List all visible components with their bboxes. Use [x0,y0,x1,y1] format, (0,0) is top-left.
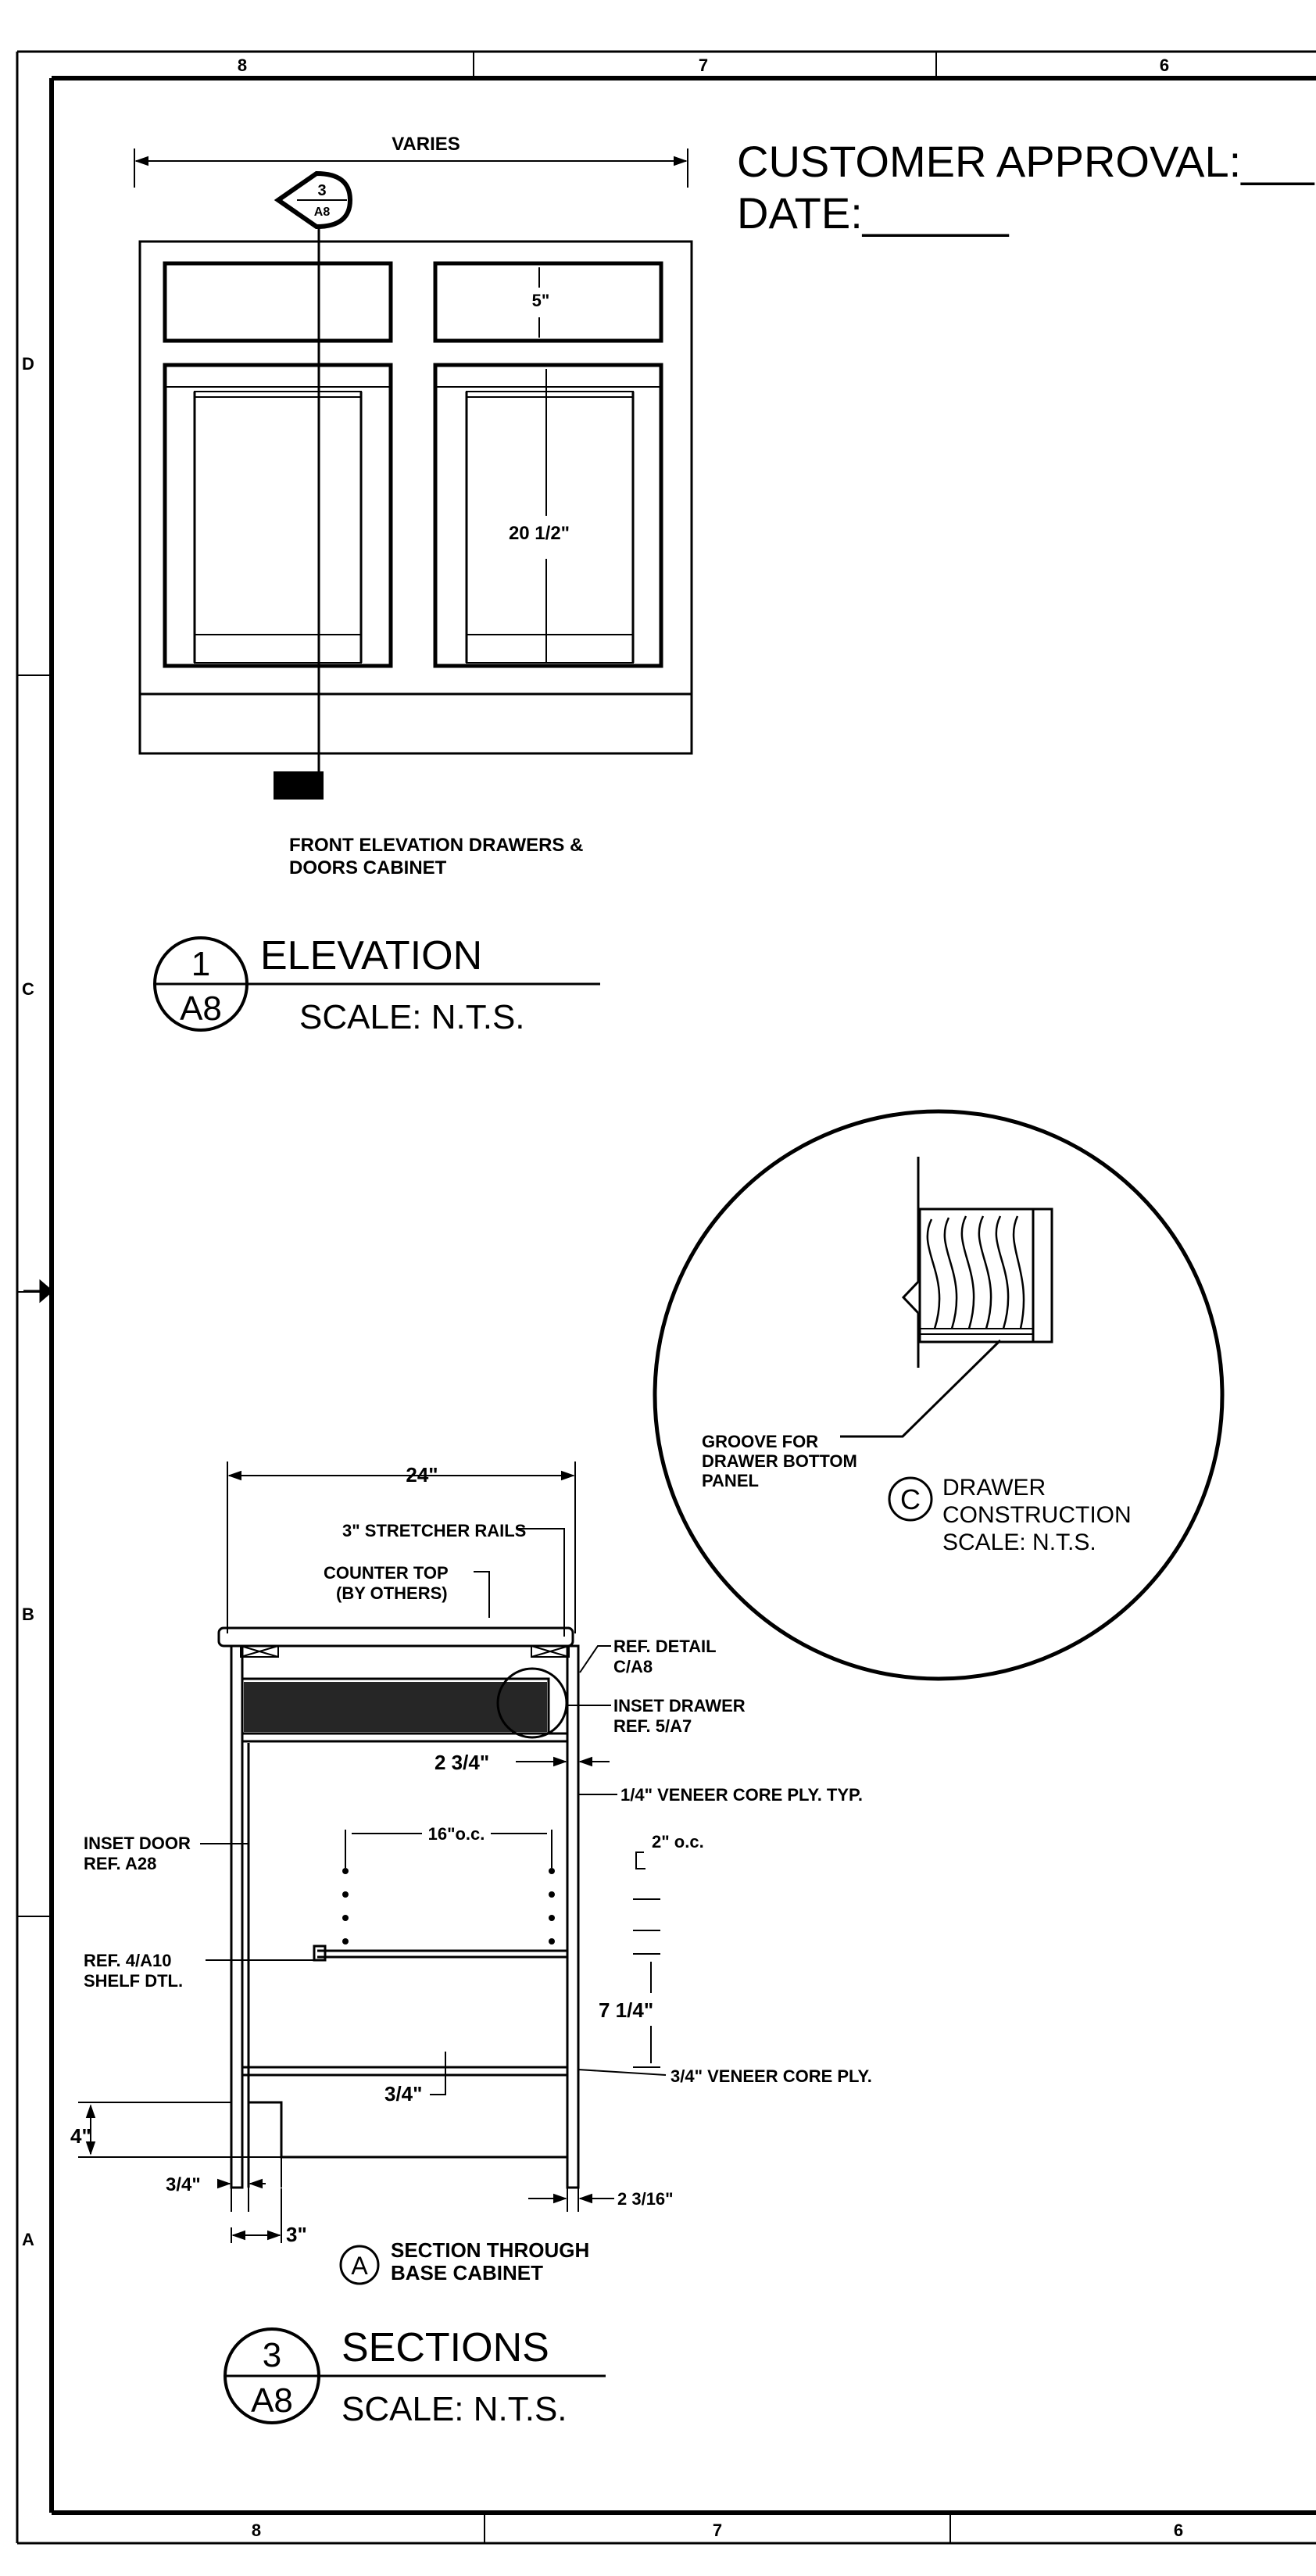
detail-c-circle [496,1667,568,1739]
counter-leader [474,1571,490,1618]
groove-label-line1: GROOVE FOR [702,1432,818,1451]
elevation-scale: SCALE: N.T.S. [299,998,525,1036]
groove-label-line3: PANEL [702,1471,759,1490]
section-ref-sheet: A8 [314,206,331,219]
section-caption-line2: BASE CABINET [391,2261,543,2284]
drawer-detail-letter: C [900,1483,921,1515]
drawer-detail-title-line1: DRAWER [942,1475,1046,1501]
zone-left-b: B [22,1605,34,1624]
veneer-three-quarter-label: 3/4" VENEER CORE PLY. [671,2066,872,2086]
shelf-detail-line1: REF. 4/A10 [84,1951,172,1970]
inset-door-line2: REF. A28 [84,1854,156,1873]
spacing-16-oc: 16"o.c. [428,1824,485,1844]
inset-door-line1: INSET DOOR [84,1834,191,1853]
zone-left-c: C [22,979,34,999]
drawer-construction-detail [653,1109,1225,1681]
shelf-pin-holes [342,1868,555,1945]
zone-top-8: 8 [238,55,247,75]
zone-left-a: A [22,2230,34,2249]
spacing-2-oc: 2" o.c. [652,1832,704,1852]
approval-date-label: DATE:______ [737,188,1009,238]
elevation-title: ELEVATION [260,933,482,979]
inset-drawer-line2: REF. 5/A7 [613,1716,692,1736]
zone-top-7: 7 [699,55,708,75]
section-caption-line1: SECTION THROUGH [391,2238,589,2262]
sections-callout [224,2327,606,2424]
left-drawer-front [163,261,393,343]
cabinet-outline [138,240,693,755]
groove-leader [840,1339,1002,1438]
ref-detail-line1: REF. DETAIL [613,1637,717,1656]
counter-top-line2: (BY OTHERS) [336,1583,448,1603]
zone-bottom-6: 6 [1174,2521,1183,2540]
right-door [433,363,663,668]
groove-label-line2: DRAWER BOTTOM [702,1451,857,1471]
dim-7-1-4: 7 1/4" [599,1998,653,2022]
zone-bottom-7: 7 [713,2521,722,2540]
dim-2-3-4: 2 3/4" [434,1751,489,1774]
dim-2-3-16: 2 3/16" [617,2189,674,2209]
stretcher-leader [517,1528,565,1637]
elevation-view [134,148,693,800]
drawer-detail-title-line2: CONSTRUCTION [942,1502,1132,1528]
inset-drawer-line1: INSET DRAWER [613,1696,746,1716]
shelf-detail-line2: SHELF DTL. [84,1971,183,1991]
section-view [78,1462,667,2243]
counter-top [217,1626,574,1648]
sections-callout-sheet: A8 [251,2381,293,2420]
sections-title: SECTIONS [342,2325,549,2370]
zone-top-6: 6 [1160,55,1169,75]
section-cut-marker [274,771,324,800]
counter-top-line1: COUNTER TOP [324,1563,449,1583]
section-caption-circle [339,2245,380,2285]
veneer-quarter-label: 1/4" VENEER CORE PLY. TYP. [620,1785,863,1805]
elevation-callout [153,936,600,1032]
dim-3: 3" [286,2223,307,2246]
door-height-dim: 20 1/2" [509,523,570,544]
left-door [163,363,393,668]
section-width-dim: 24" [406,1463,438,1487]
stretcher-label: 3" STRETCHER RAILS [342,1521,526,1540]
right-drawer-front [433,261,663,343]
elevation-caption-line1: FRONT ELEVATION DRAWERS & [289,835,583,856]
zone-left-d: D [22,354,34,374]
ref-detail-line2: C/A8 [613,1657,653,1676]
zone-bottom-8: 8 [252,2521,261,2540]
section-ref-num: 3 [317,182,326,199]
sections-scale: SCALE: N.T.S. [342,2390,567,2428]
elevation-caption-line2: DOORS CABINET [289,857,447,878]
center-mark-icon [23,1279,54,1304]
sheet-border [16,50,1316,2545]
dim-3-4-low: 3/4" [166,2174,201,2195]
elevation-callout-sheet: A8 [180,989,222,1028]
bottom-panel-leader [578,2069,667,2076]
dim-4: 4" [70,2124,91,2148]
dim-3-4-mid: 3/4" [384,2082,422,2106]
sections-callout-num: 3 [263,2336,281,2374]
section-caption-letter: A [351,2252,368,2280]
drawer-detail-scale: SCALE: N.T.S. [942,1530,1096,1555]
drawer-height-dim: 5" [532,291,550,310]
elevation-width-dim: VARIES [392,134,460,155]
elevation-callout-num: 1 [191,945,210,983]
customer-approval-label: CUSTOMER APPROVAL:___ [737,137,1314,186]
ref-detail-leader [579,1645,611,1673]
